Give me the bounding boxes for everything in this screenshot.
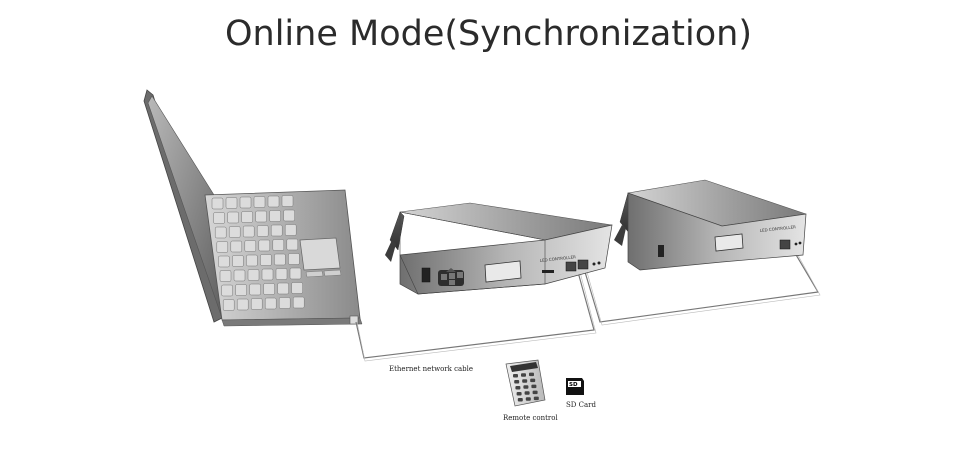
keyboard-key xyxy=(269,210,281,222)
cable-controller-to-controller xyxy=(584,247,819,323)
keyboard-key xyxy=(241,211,253,223)
sd-card-label: SD Card xyxy=(566,401,597,409)
keyboard-key xyxy=(253,196,266,208)
remote-buttons xyxy=(513,372,539,402)
remote-button xyxy=(525,397,531,401)
remote-button xyxy=(515,386,521,390)
keyboard-key xyxy=(213,212,225,224)
page-title: Online Mode(Synchronization) xyxy=(224,14,753,54)
keyboard-key xyxy=(263,283,275,295)
controller-label: LED CONTROLLER xyxy=(540,254,577,263)
laptop-keys xyxy=(211,195,305,311)
keyboard-key xyxy=(284,224,297,236)
led-controller-main: LED CONTROLLER xyxy=(385,202,613,295)
keyboard-key xyxy=(232,255,244,267)
remote-button xyxy=(523,385,529,389)
power-switch-icon xyxy=(421,267,431,283)
remote-control xyxy=(505,359,546,407)
power-switch-icon xyxy=(658,245,664,257)
ethernet-cables xyxy=(355,247,821,362)
keyboard-key xyxy=(270,224,283,237)
keyboard-key xyxy=(235,284,247,296)
keyboard-key xyxy=(264,297,277,310)
ethernet-port-out xyxy=(577,259,589,270)
remote-button xyxy=(533,396,539,401)
keyboard-key xyxy=(291,282,303,294)
sd-slot xyxy=(542,270,554,273)
keyboard-key xyxy=(211,197,224,210)
keyboard-key xyxy=(244,240,257,252)
keyboard-key xyxy=(233,269,246,282)
keyboard-key xyxy=(246,254,258,267)
ethernet-port-in xyxy=(779,239,791,250)
laptop-touchpad xyxy=(299,237,341,271)
keyboard-key xyxy=(222,299,235,311)
remote-button xyxy=(517,398,523,402)
keyboard-key xyxy=(228,226,241,238)
keyboard-key xyxy=(292,296,305,309)
keyboard-key xyxy=(286,238,299,251)
remote-button xyxy=(513,374,518,378)
keyboard-key xyxy=(249,283,261,296)
keyboard-key xyxy=(221,284,233,297)
led-controller-second: LED CONTROLLER xyxy=(614,179,807,271)
remote-button xyxy=(521,373,526,377)
laptop-ethernet-port xyxy=(349,315,359,325)
keyboard-key xyxy=(255,210,267,223)
keyboard-key xyxy=(277,282,289,295)
keyboard-key xyxy=(250,298,263,310)
keyboard-key xyxy=(275,268,288,280)
keyboard-key xyxy=(227,211,239,224)
lcd-display xyxy=(714,233,744,252)
remote-button xyxy=(532,390,538,395)
keyboard-key xyxy=(272,239,285,251)
controller-label: LED CONTROLLER xyxy=(760,224,797,233)
remote-button xyxy=(530,378,536,383)
remote-button xyxy=(514,380,520,384)
keyboard-key xyxy=(216,241,229,253)
keyboard-key xyxy=(230,240,243,253)
keyboard-key xyxy=(267,195,280,208)
ethernet-port-in xyxy=(565,261,577,272)
cable-laptop-to-controller xyxy=(355,271,595,359)
keyboard-key xyxy=(239,196,252,209)
keyboard-key xyxy=(261,268,274,281)
keyboard-key xyxy=(218,255,230,268)
remote-button xyxy=(524,391,530,395)
keyboard-key xyxy=(256,225,269,237)
keyboard-key xyxy=(247,269,260,281)
remote-button xyxy=(531,384,537,389)
cable-label: Ethernet network cable xyxy=(389,365,473,373)
keyboard-key xyxy=(236,298,249,311)
keyboard-key xyxy=(274,253,286,266)
keyboard-key xyxy=(242,225,255,238)
keyboard-key xyxy=(278,297,291,309)
keyboard-key xyxy=(283,209,295,222)
keyboard-key xyxy=(281,195,294,207)
laptop xyxy=(143,89,363,327)
remote-button xyxy=(522,379,528,383)
sd-card-logo: SD xyxy=(569,382,578,388)
lcd-display xyxy=(484,260,522,283)
remote-control-label: Remote control xyxy=(503,414,558,422)
keyboard-key xyxy=(258,239,271,252)
sd-card: SD xyxy=(566,378,584,395)
control-buttons xyxy=(438,268,464,286)
keyboard-key xyxy=(289,267,302,280)
remote-button xyxy=(516,392,522,396)
keyboard-key xyxy=(288,253,300,265)
keyboard-key xyxy=(219,270,232,282)
remote-button xyxy=(529,372,534,377)
keyboard-key xyxy=(225,197,238,209)
keyboard-key xyxy=(260,254,272,266)
keyboard-key xyxy=(214,226,227,239)
